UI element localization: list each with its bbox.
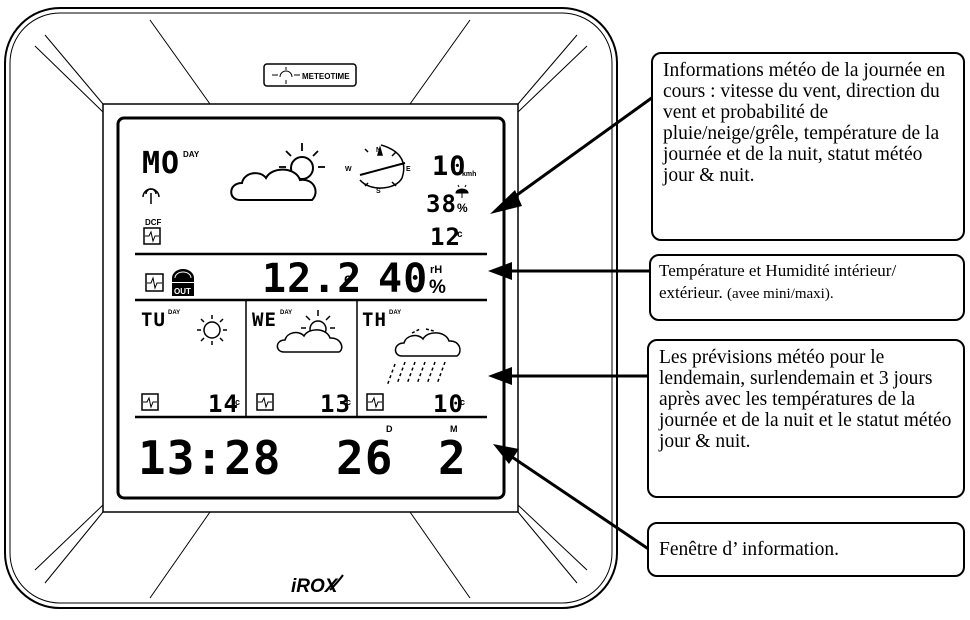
bevel-lines (34, 19, 588, 599)
pulse-icon (141, 393, 159, 411)
callout-forecast-text: Les prévisions météo pour le lendemain, … (659, 347, 952, 452)
forecast-day-2: WE DAY 13 c (252, 309, 351, 418)
pulse-icon (366, 393, 384, 411)
forecast-day-suffix: DAY (168, 310, 180, 316)
sun-cloud-icon (230, 143, 325, 201)
pulse-icon (256, 393, 274, 411)
sun-icon (197, 315, 227, 345)
temperature-unit: c (344, 270, 352, 286)
night-temp-value: 12 (430, 223, 461, 251)
callout-arrows (488, 95, 654, 552)
callout-indoor-outdoor-text: Température et Humidité intérieur/ extér… (659, 261, 897, 302)
forecast-day-label: TH (362, 309, 387, 331)
callout-indoor-outdoor: Température et Humidité intérieur/ extér… (649, 254, 965, 321)
date-month-value: 2 (438, 431, 467, 485)
house-icon (172, 269, 194, 296)
compass-s: S (376, 188, 381, 195)
current-day-label: MO (142, 146, 180, 181)
sun-cloud-icon (276, 310, 343, 353)
forecast-temp-unit: c (460, 397, 465, 407)
rh-label: rH (430, 264, 442, 276)
housing-inner (9, 12, 613, 604)
forecast-day-suffix: DAY (389, 310, 401, 316)
compass-n: N (376, 147, 381, 154)
date-day-value: 26 (336, 431, 393, 485)
compass-e: E (406, 166, 411, 173)
day-label: D (386, 424, 393, 434)
pulse-icon (143, 227, 161, 245)
brand-swoosh (329, 574, 344, 591)
meteotime-badge: METEOTIME (263, 63, 357, 87)
brand-logo: iROX (291, 576, 339, 597)
out-label: OUT (174, 287, 191, 296)
current-day-suffix: DAY (183, 150, 200, 159)
humidity-value: 40 (378, 256, 428, 302)
display-bezel (102, 103, 519, 513)
forecast-temp-value: 10 (433, 390, 464, 418)
meteotime-label: METEOTIME (302, 72, 350, 81)
display-window (116, 116, 506, 500)
forecast-temp-unit: c (235, 397, 240, 407)
callout-info-window: Fenêtre d’ information. (647, 522, 965, 577)
time-value: 13:28 (138, 431, 281, 485)
antenna-icon (142, 188, 160, 204)
precip-prob-unit: % (457, 201, 468, 215)
umbrella-icon (455, 184, 469, 198)
housing-outer (4, 7, 618, 609)
forecast-day-1: TU DAY 14 c (141, 309, 240, 418)
night-temp-unit: c (457, 229, 463, 240)
wind-speed-value: 10 (432, 151, 467, 182)
forecast-day-label: WE (252, 309, 277, 331)
humidity-unit: % (429, 277, 446, 298)
callout-forecast: Les prévisions météo pour le lendemain, … (647, 339, 965, 498)
forecast-day-3: TH DAY 10 c (362, 309, 465, 418)
callout-indoor-outdoor-note: (avee mini/maxi). (726, 286, 834, 302)
forecast-temp-value: 14 (208, 390, 239, 418)
temperature-value: 12.2 (262, 256, 362, 302)
forecast-temp-unit: c (346, 397, 351, 407)
precip-prob-value: 38 (426, 190, 457, 218)
wind-speed-unit: kmh (462, 171, 476, 178)
compass-w: W (345, 166, 352, 173)
callout-info-window-text: Fenêtre d’ information. (659, 539, 839, 560)
month-label: M (450, 424, 458, 434)
dcf-label: DCF (145, 218, 162, 227)
forecast-day-label: TU (141, 309, 166, 331)
forecast-day-suffix: DAY (280, 310, 292, 316)
rain-icon (386, 328, 461, 387)
callout-current-day-text: Informations météo de la journée en cour… (663, 60, 946, 186)
callout-current-day: Informations météo de la journée en cour… (651, 52, 965, 241)
pulse-icon-mid (145, 273, 164, 292)
forecast-temp-value: 13 (320, 390, 351, 418)
wind-compass (359, 144, 406, 189)
